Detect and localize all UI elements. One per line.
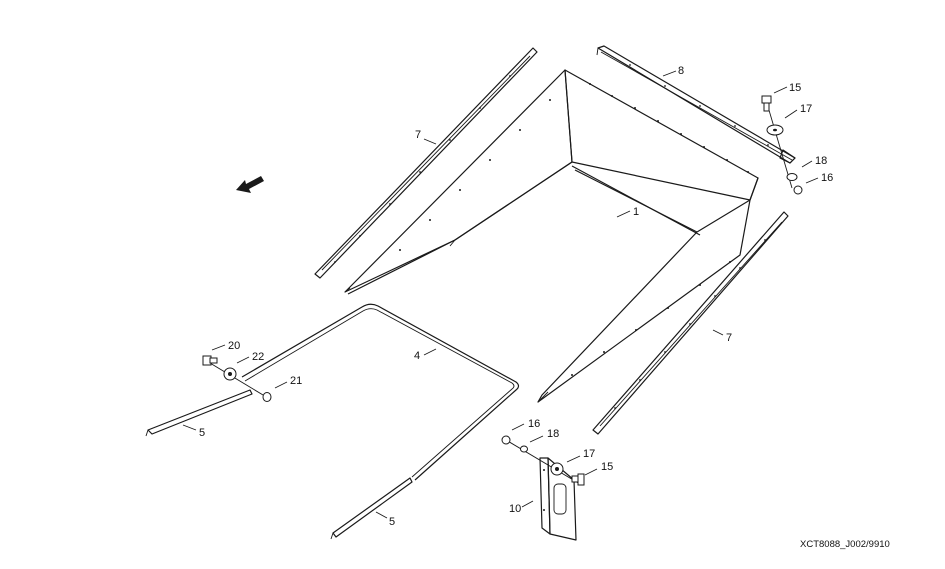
bracket xyxy=(539,457,577,541)
callout-labels: 1 7 8 15 17 18 16 7 4 20 22 21 5 5 16 18… xyxy=(199,65,833,528)
callout-18-top: 18 xyxy=(815,155,827,167)
callout-4: 4 xyxy=(414,350,420,362)
direction-arrow-icon xyxy=(236,176,264,193)
side-strip-right xyxy=(592,211,789,435)
callout-16-bottom: 16 xyxy=(528,418,540,430)
callout-7-upper: 7 xyxy=(415,129,421,141)
callout-18-bottom: 18 xyxy=(547,428,559,440)
side-strip-left xyxy=(314,47,538,279)
callout-21: 21 xyxy=(290,375,302,387)
callout-15-bottom: 15 xyxy=(601,461,613,473)
hardware-top-right xyxy=(761,95,803,195)
hardware-left xyxy=(202,355,272,402)
callout-15-top: 15 xyxy=(789,82,801,94)
rod-lower xyxy=(330,477,413,540)
callout-5-left: 5 xyxy=(199,427,205,439)
callout-16-top: 16 xyxy=(821,172,833,184)
leader-lines xyxy=(182,70,819,519)
callout-17-top: 17 xyxy=(800,103,812,115)
rod-left xyxy=(145,389,253,437)
callout-22: 22 xyxy=(252,351,264,363)
drawing-code: XCT8088_J002/9910 xyxy=(800,539,890,550)
callout-5-lower: 5 xyxy=(389,516,395,528)
callout-7-lower: 7 xyxy=(726,332,732,344)
callout-8: 8 xyxy=(678,65,684,77)
hopper-tub xyxy=(344,69,759,403)
callout-1: 1 xyxy=(633,206,639,218)
callout-10: 10 xyxy=(509,503,521,515)
hardware-bottom xyxy=(501,435,585,486)
callout-17-bottom: 17 xyxy=(583,448,595,460)
callout-20: 20 xyxy=(228,340,240,352)
rod-frame xyxy=(241,303,520,481)
